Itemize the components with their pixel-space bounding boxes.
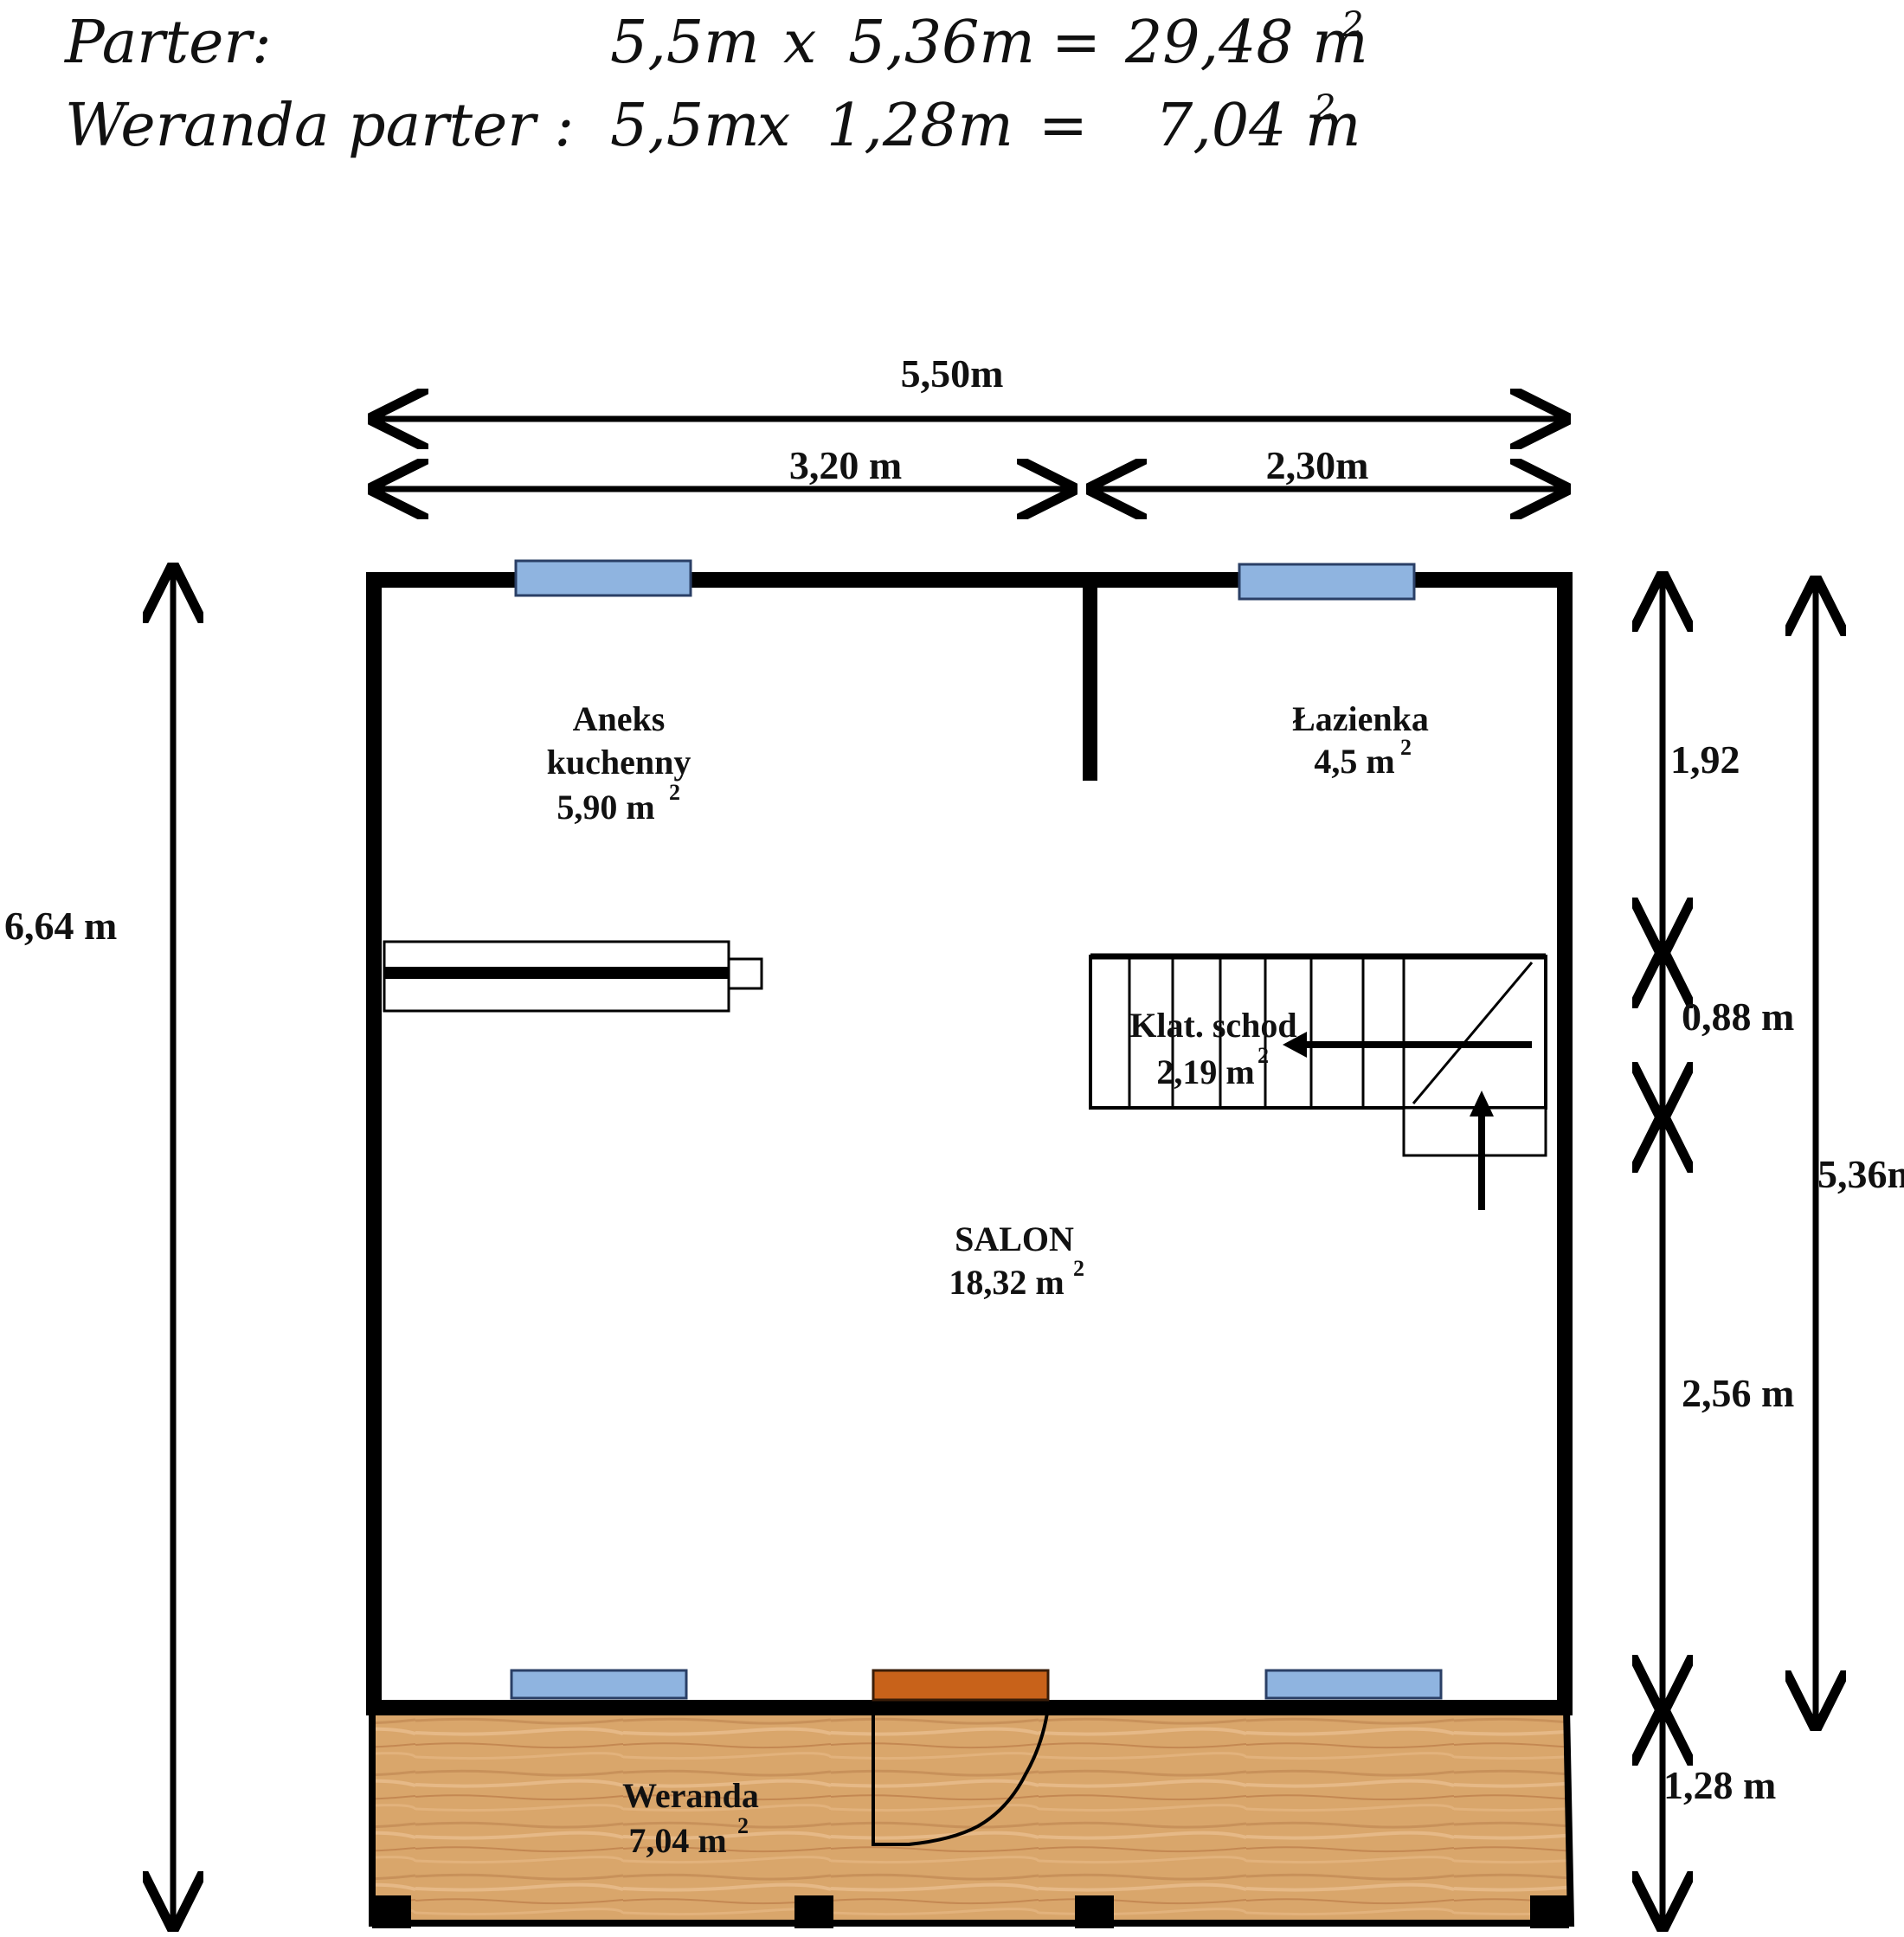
room-name: Aneks <box>573 699 666 738</box>
staircase <box>1089 953 1547 1210</box>
room-area-sup: 2 <box>1258 1043 1269 1068</box>
header-width: 5,5m <box>610 9 760 77</box>
dim-seg-3: 2,56 m <box>1682 1371 1794 1415</box>
room-name-line2: kuchenny <box>547 743 691 782</box>
header-area-sup: 2 <box>1313 88 1335 128</box>
room-area: 2,19 m <box>1156 1052 1254 1091</box>
room-weranda: Weranda 7,04 m 2 <box>622 1776 759 1860</box>
header-area-sup: 2 <box>1341 5 1363 45</box>
window-top-left <box>514 559 692 597</box>
room-area-sup: 2 <box>1400 735 1412 760</box>
room-area: 18,32 m <box>949 1263 1064 1302</box>
room-area: 7,04 m <box>628 1821 726 1860</box>
dim-seg-1: 1,92 <box>1670 737 1740 782</box>
kitchen-counter <box>383 940 763 1013</box>
interior-wall <box>1083 580 1097 781</box>
room-lazienka: Łazienka 4,5 m 2 <box>1292 699 1429 781</box>
window-top-right <box>1238 563 1416 601</box>
dim-seg-4: 1,28 m <box>1663 1763 1776 1807</box>
veranda-post <box>372 1895 411 1928</box>
veranda-post <box>794 1895 833 1928</box>
header-equals: = <box>1039 92 1088 160</box>
room-area: 4,5 m <box>1314 742 1394 781</box>
header-row-parter: Parter: 5,5m x 5,36m = 29,48 m 2 <box>63 5 1368 77</box>
window-bottom-right <box>1264 1669 1443 1700</box>
room-salon: SALON 18,32 m 2 <box>949 1219 1084 1302</box>
header-width: 5,5m <box>610 92 760 160</box>
veranda-post <box>1075 1895 1114 1928</box>
room-name: Weranda <box>622 1776 759 1815</box>
room-aneks: Aneks kuchenny 5,90 m 2 <box>547 699 691 827</box>
dim-right-width: 2,30m <box>1266 443 1369 487</box>
header-area: 29,48 m <box>1124 9 1368 77</box>
header-equals: = <box>1052 9 1101 77</box>
door-swing <box>872 1707 1050 1846</box>
entrance-door <box>872 1669 1050 1702</box>
window-bottom-left <box>510 1669 688 1700</box>
room-name: Klat. schod <box>1129 1006 1296 1045</box>
dim-seg-2: 0,88 m <box>1682 994 1794 1039</box>
dim-height-right: 5,36m <box>1817 1152 1904 1196</box>
header-height: 1,28m <box>827 92 1013 160</box>
header-times: x <box>757 92 790 160</box>
header-label: Weranda parter : <box>65 92 574 160</box>
room-area: 5,90 m <box>556 788 654 827</box>
room-klatka: Klat. schod 2,19 m 2 <box>1129 1006 1296 1091</box>
header-height: 5,36m <box>848 9 1035 77</box>
header-label: Parter: <box>63 9 272 77</box>
room-area-sup: 2 <box>669 780 680 805</box>
outer-walls <box>366 572 1573 1715</box>
veranda-post <box>1530 1895 1569 1928</box>
veranda-floor <box>369 1704 1575 1927</box>
header-row-weranda: Weranda parter : 5,5m x 1,28m = 7,04 m 2 <box>65 88 1361 160</box>
room-name: SALON <box>955 1219 1074 1258</box>
header-area: 7,04 m <box>1155 92 1361 160</box>
dim-total-height: 6,64 m <box>4 904 117 948</box>
dim-total-width: 5,50m <box>901 351 1004 396</box>
dim-left-width: 3,20 m <box>789 443 902 487</box>
room-area-sup: 2 <box>1073 1256 1084 1281</box>
room-area-sup: 2 <box>737 1813 749 1838</box>
room-name: Łazienka <box>1292 699 1429 738</box>
header-times: x <box>783 9 816 77</box>
